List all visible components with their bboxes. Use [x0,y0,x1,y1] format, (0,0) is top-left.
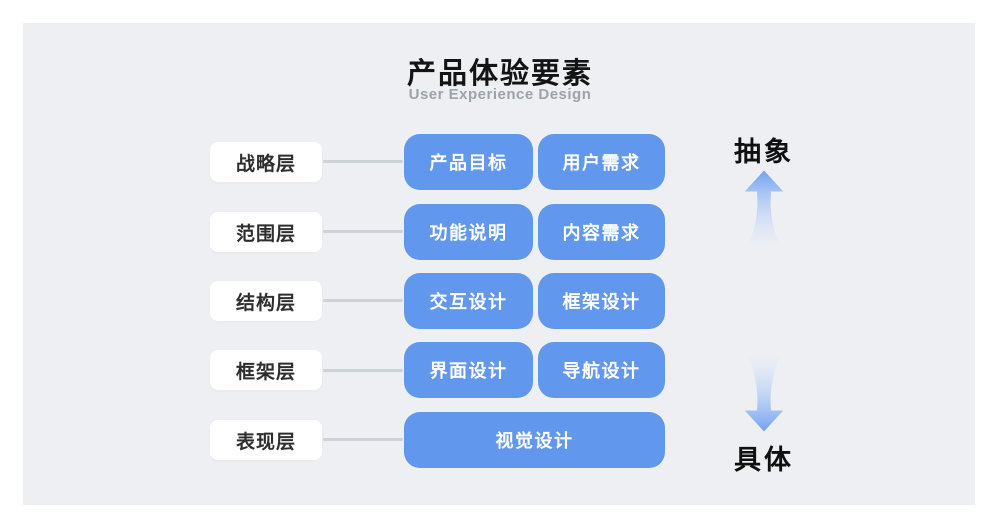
element-box-visual-design: 视觉设计 [404,412,665,468]
element-box-product-goals: 产品目标 [404,134,533,190]
connector-line [323,299,403,302]
diagram-subtitle: User Experience Design [408,86,592,103]
element-box-framework-design: 框架设计 [538,273,665,329]
arrow-up-icon [744,170,784,248]
connector-line [323,438,403,441]
element-box-user-needs: 用户需求 [538,134,665,190]
connector-line [323,230,403,233]
layer-label-strategy: 战略层 [210,142,322,182]
layer-label-surface: 表现层 [210,420,322,460]
element-box-navigation-design: 导航设计 [538,342,665,398]
element-box-interface-design: 界面设计 [404,342,533,398]
element-box-functional-specs: 功能说明 [404,204,533,260]
element-box-interaction-design: 交互设计 [404,273,533,329]
axis-label-concrete: 具体 [734,445,794,475]
arrow-down-icon [744,354,784,432]
axis-label-abstract: 抽象 [734,137,794,167]
layer-label-scope: 范围层 [210,212,322,252]
connector-line [323,369,403,372]
element-box-content-requirements: 内容需求 [538,204,665,260]
connector-line [323,160,403,163]
layer-label-skeleton: 框架层 [210,350,322,390]
layer-label-structure: 结构层 [210,281,322,321]
diagram-title: 产品体验要素 [406,58,593,90]
